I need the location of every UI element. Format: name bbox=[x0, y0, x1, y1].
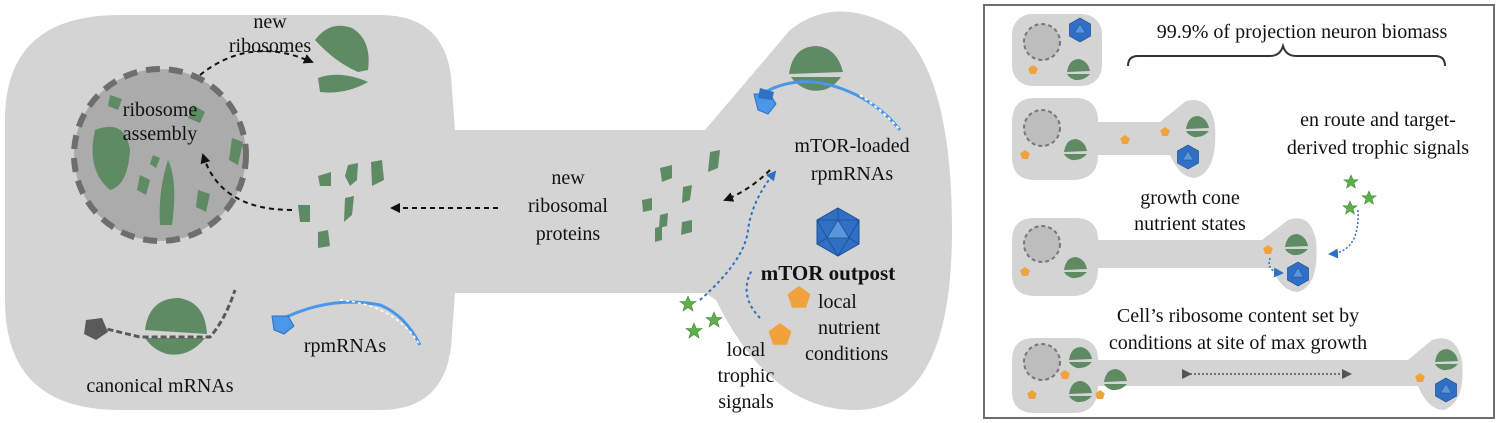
label-en-route-2: derived trophic signals bbox=[1287, 137, 1469, 159]
label-new-ribosomes-1: new bbox=[253, 11, 287, 33]
trophic-star-1 bbox=[679, 295, 697, 312]
label-mtor-loaded-2: rpmRNAs bbox=[811, 163, 893, 185]
mtor-loaded-rpmrna-strand bbox=[759, 80, 902, 131]
axon-protein-fragments bbox=[642, 150, 720, 242]
soma-only-cell bbox=[1012, 14, 1102, 86]
canonical-mrna-cap-icon bbox=[84, 318, 108, 340]
mtor-on-rpmrna bbox=[753, 88, 777, 115]
assembly-to-ribosomes-arrow bbox=[199, 50, 314, 76]
label-new-ribosomal-proteins-1: new bbox=[551, 167, 585, 189]
label-local-trophic-3: signals bbox=[718, 391, 774, 413]
label-ribosome-assembly-2: assembly bbox=[123, 123, 197, 145]
medium-axon-cell bbox=[1012, 218, 1317, 296]
label-new-ribosomal-proteins-2: ribosomal bbox=[528, 195, 608, 217]
neuron-diagram: new ribosomes ribosome assembly canonica… bbox=[5, 11, 952, 413]
rpmrna-cap-icon bbox=[271, 315, 295, 335]
growth-cone-nutrient-arrow bbox=[1268, 257, 1284, 278]
label-local-nutrient-1: local bbox=[818, 291, 857, 313]
label-ribosome-content-2: conditions at site of max growth bbox=[1109, 332, 1367, 354]
biomass-brace bbox=[1127, 42, 1446, 67]
nutrient-to-outpost-arrow bbox=[745, 269, 761, 319]
rpmrna-strand-dashes bbox=[339, 299, 421, 346]
cell-body-protein-fragments bbox=[298, 160, 384, 248]
trophic-signal-arrow bbox=[1328, 209, 1359, 259]
proteins-to-nucleus-arrow bbox=[200, 153, 293, 211]
trophic-star-2 bbox=[685, 322, 703, 339]
scaling-panel: 99.9% of projection neuron biomass bbox=[983, 4, 1495, 419]
label-ribosome-assembly-1: ribosome bbox=[123, 99, 198, 121]
trophic-star-3 bbox=[705, 311, 723, 328]
neuron-cell-shape bbox=[5, 11, 952, 410]
label-growth-cone-1: growth cone bbox=[1140, 187, 1240, 209]
label-mtor-outpost: mTOR outpost bbox=[761, 261, 895, 285]
label-mtor-loaded-1: mTOR-loaded bbox=[794, 135, 909, 157]
label-local-nutrient-3: conditions bbox=[805, 343, 889, 365]
canonical-mrna-strand bbox=[89, 289, 237, 339]
label-new-ribosomal-proteins-3: proteins bbox=[536, 223, 601, 245]
label-local-trophic-1: local bbox=[727, 339, 766, 361]
trophic-to-rpmrna-arrow bbox=[699, 170, 777, 301]
canonical-ribosome bbox=[145, 298, 207, 355]
nucleus-protein-fragments bbox=[92, 95, 243, 225]
short-axon-cell bbox=[1012, 98, 1216, 180]
label-local-trophic-2: trophic bbox=[718, 365, 775, 387]
label-growth-cone-2: nutrient states bbox=[1134, 213, 1246, 235]
label-biomass: 99.9% of projection neuron biomass bbox=[1157, 21, 1448, 43]
label-en-route-1: en route and target- bbox=[1300, 109, 1456, 131]
label-new-ribosomes-2: ribosomes bbox=[229, 35, 311, 57]
label-local-nutrient-2: nutrient bbox=[818, 317, 881, 339]
label-canonical-mrnas: canonical mRNAs bbox=[86, 375, 233, 397]
label-ribosome-content-1: Cell’s ribosome content set by bbox=[1117, 305, 1359, 327]
new-ribosomes-cluster bbox=[315, 25, 369, 93]
rpmrna-strand bbox=[279, 300, 422, 346]
mtor-loaded-rpmrna-dashes bbox=[859, 94, 901, 131]
label-rpmrnas: rpmRNAs bbox=[304, 335, 386, 357]
